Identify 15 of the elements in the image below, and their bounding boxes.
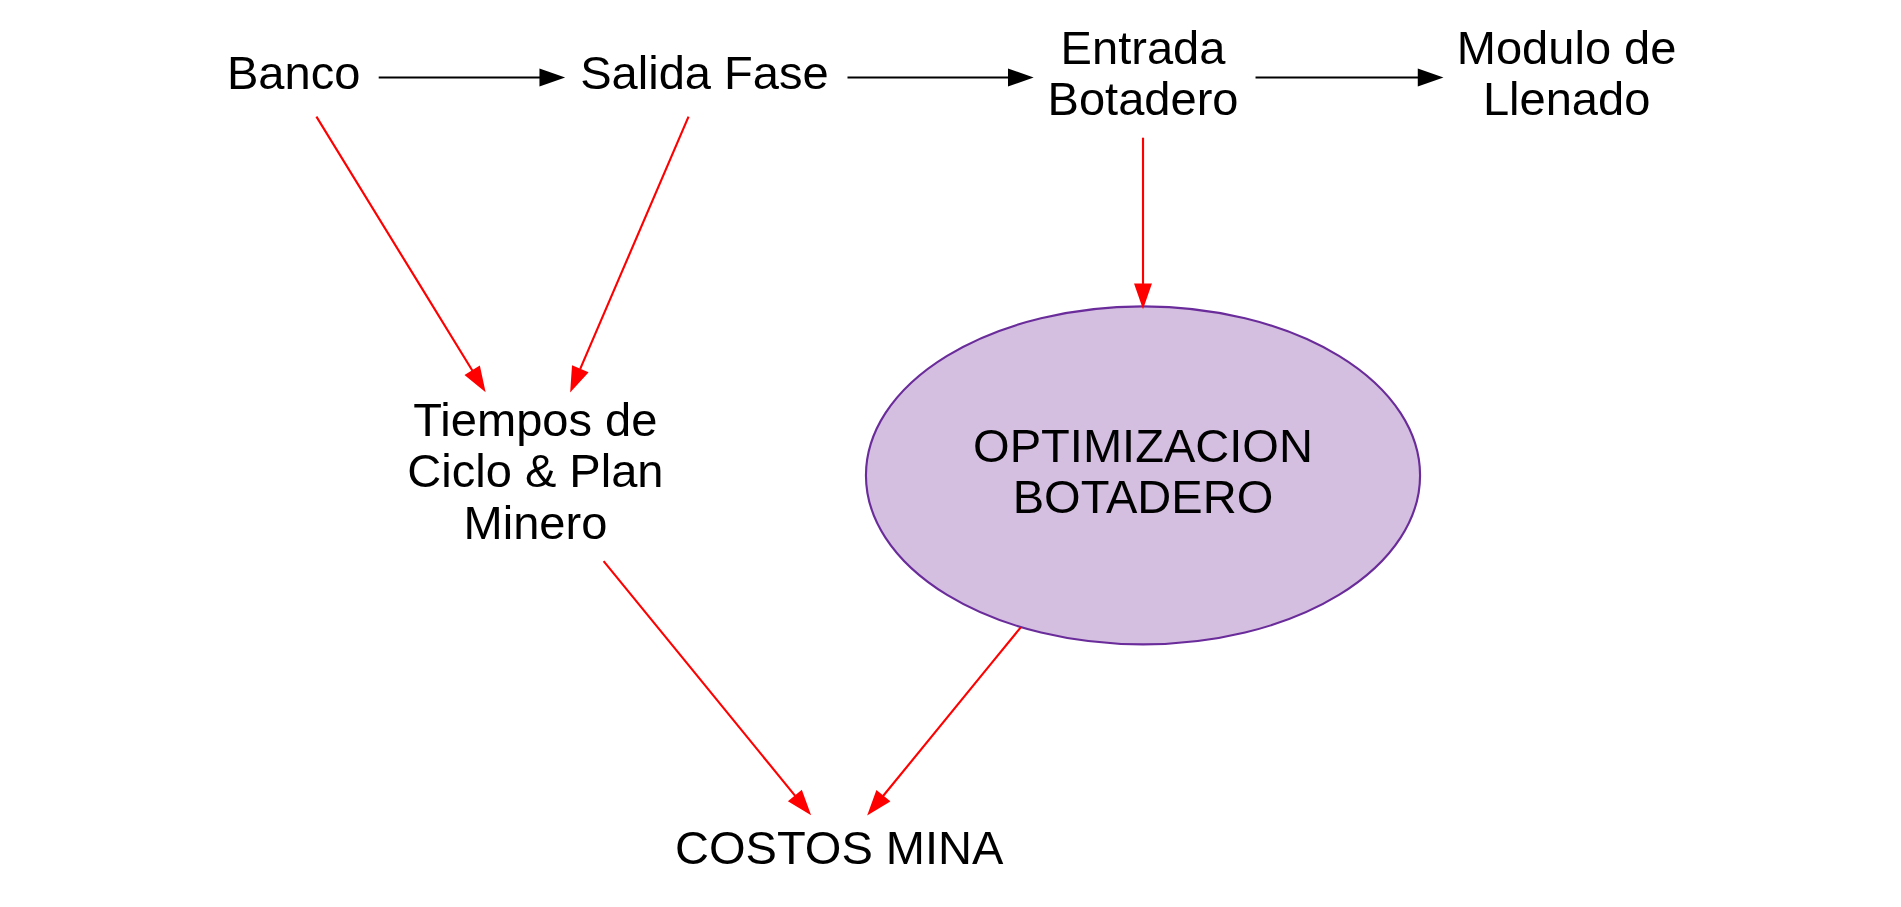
node-text: COSTOS MINA [674,820,1003,874]
arrow [315,115,486,392]
node-text: Banco [226,45,360,99]
arrow [378,67,565,86]
arrow [602,559,811,815]
node-text: Modulo de Llenado [1456,20,1676,125]
arrow [569,115,690,392]
node-text: Tiempos de Ciclo & Plan Minero [406,392,664,549]
arrow [847,67,1034,86]
node-text: Entrada Botadero [1047,20,1238,125]
arrow [1133,137,1152,309]
node-text: Salida Fase [579,45,829,99]
node-ellipse: OPTIMIZACION BOTADERO [864,304,1421,645]
arrow [1255,67,1443,86]
arrow [866,626,1022,816]
